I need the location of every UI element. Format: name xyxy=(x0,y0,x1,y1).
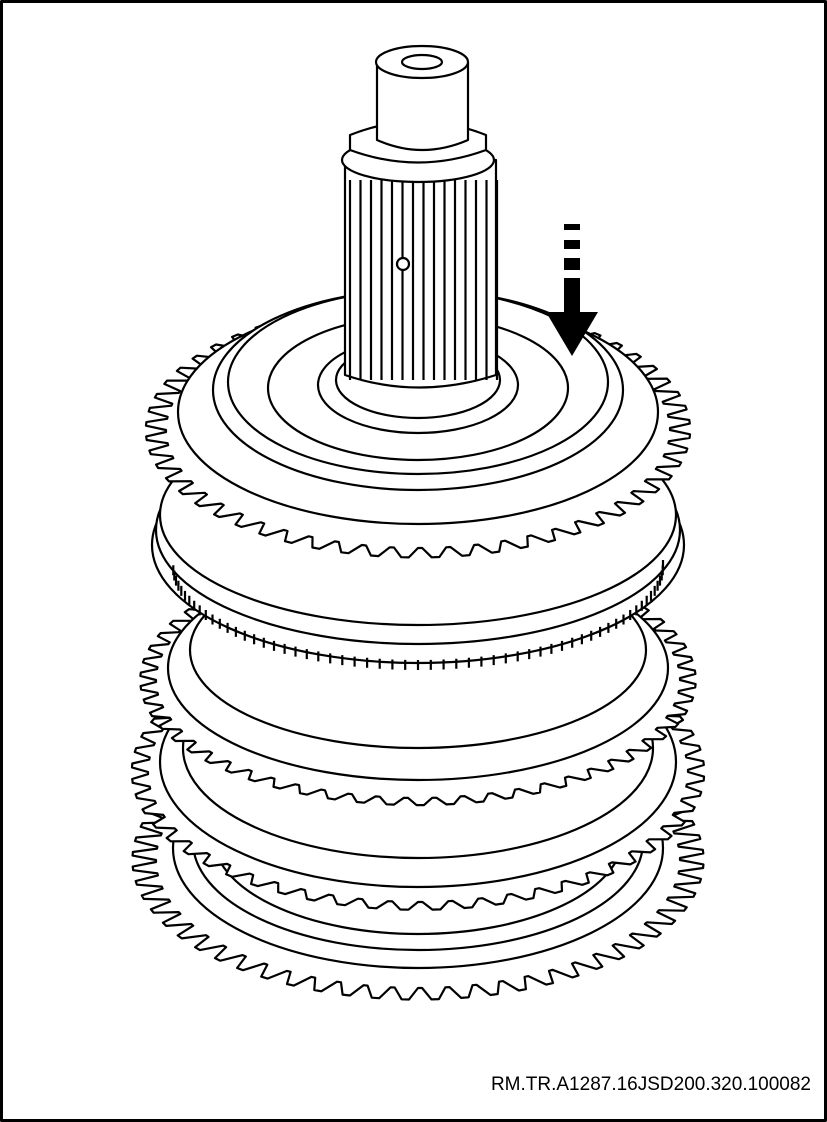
shaft xyxy=(340,44,499,389)
down-arrow-icon xyxy=(546,224,598,356)
upper-gear xyxy=(144,288,692,559)
reference-code: RM.TR.A1287.16JSD200.320.100082 xyxy=(490,1074,811,1095)
